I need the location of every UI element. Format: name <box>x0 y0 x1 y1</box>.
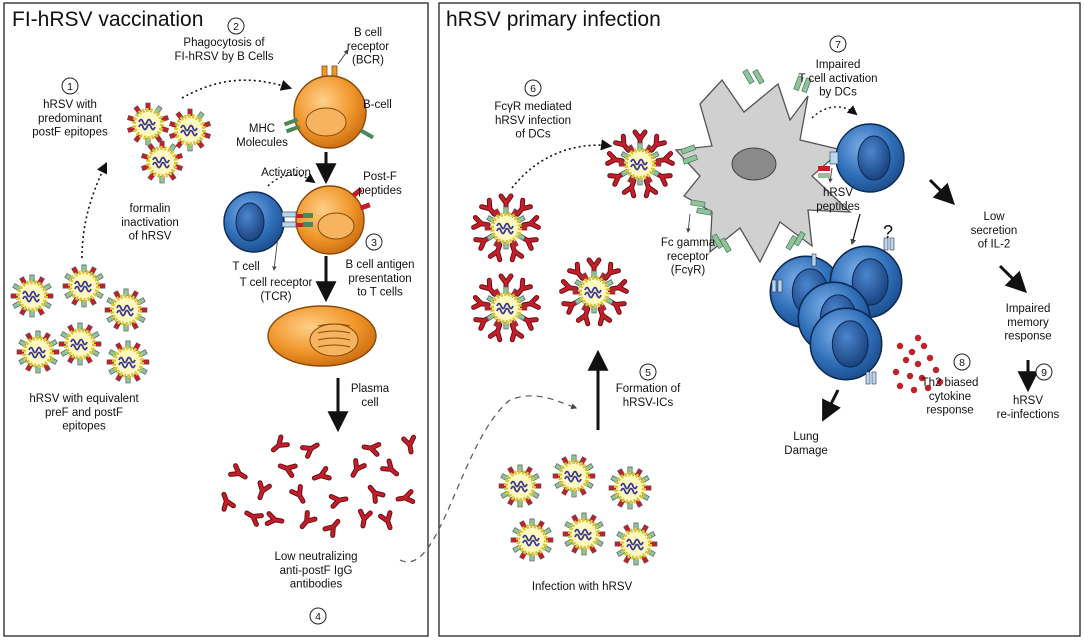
step-number-9: 9 <box>1041 367 1047 379</box>
step-number-4: 4 <box>315 611 321 623</box>
left-panel-title: FI-hRSV vaccination <box>12 8 203 31</box>
t-cell <box>223 191 285 253</box>
formalin-arrow <box>81 161 108 259</box>
arrow-low-il2 <box>928 178 955 205</box>
th2-cell-cluster <box>769 237 903 385</box>
step-number-8: 8 <box>959 357 965 369</box>
cytokine-dots <box>892 334 944 394</box>
arrow-to-th2 <box>850 213 861 246</box>
label-infection: Infection with hRSV <box>532 581 633 593</box>
activation-arrow <box>267 173 316 187</box>
phagocytosis-arrow <box>181 79 293 99</box>
step-number-6: 6 <box>530 83 536 95</box>
label-tcr: T cell receptor(TCR) <box>240 277 313 303</box>
connector-arrow <box>399 395 578 563</box>
label-question: ? <box>883 222 893 242</box>
b-cell <box>283 65 375 149</box>
step-number-1: 1 <box>67 81 73 93</box>
right-panel-title: hRSV primary infection <box>446 8 661 31</box>
label-activation: Activation <box>261 167 311 179</box>
step-number-3: 3 <box>371 237 377 249</box>
arrow-lung-damage <box>822 389 841 422</box>
b-cell-presenting <box>281 185 371 255</box>
label-tcell: T cell <box>232 261 259 273</box>
step-number-5: 5 <box>645 367 651 379</box>
fcgr-infection-arrow <box>511 139 613 189</box>
dendritic-cell <box>674 69 852 264</box>
step-number-2: 2 <box>233 21 239 33</box>
t-cell-right <box>829 123 905 193</box>
label-bcell: B-cell <box>363 99 392 111</box>
plasma-cell <box>267 305 377 367</box>
step-number-7: 7 <box>835 39 841 51</box>
impaired-activation-arrow <box>811 105 858 119</box>
arrow-impaired-memory <box>998 264 1027 293</box>
